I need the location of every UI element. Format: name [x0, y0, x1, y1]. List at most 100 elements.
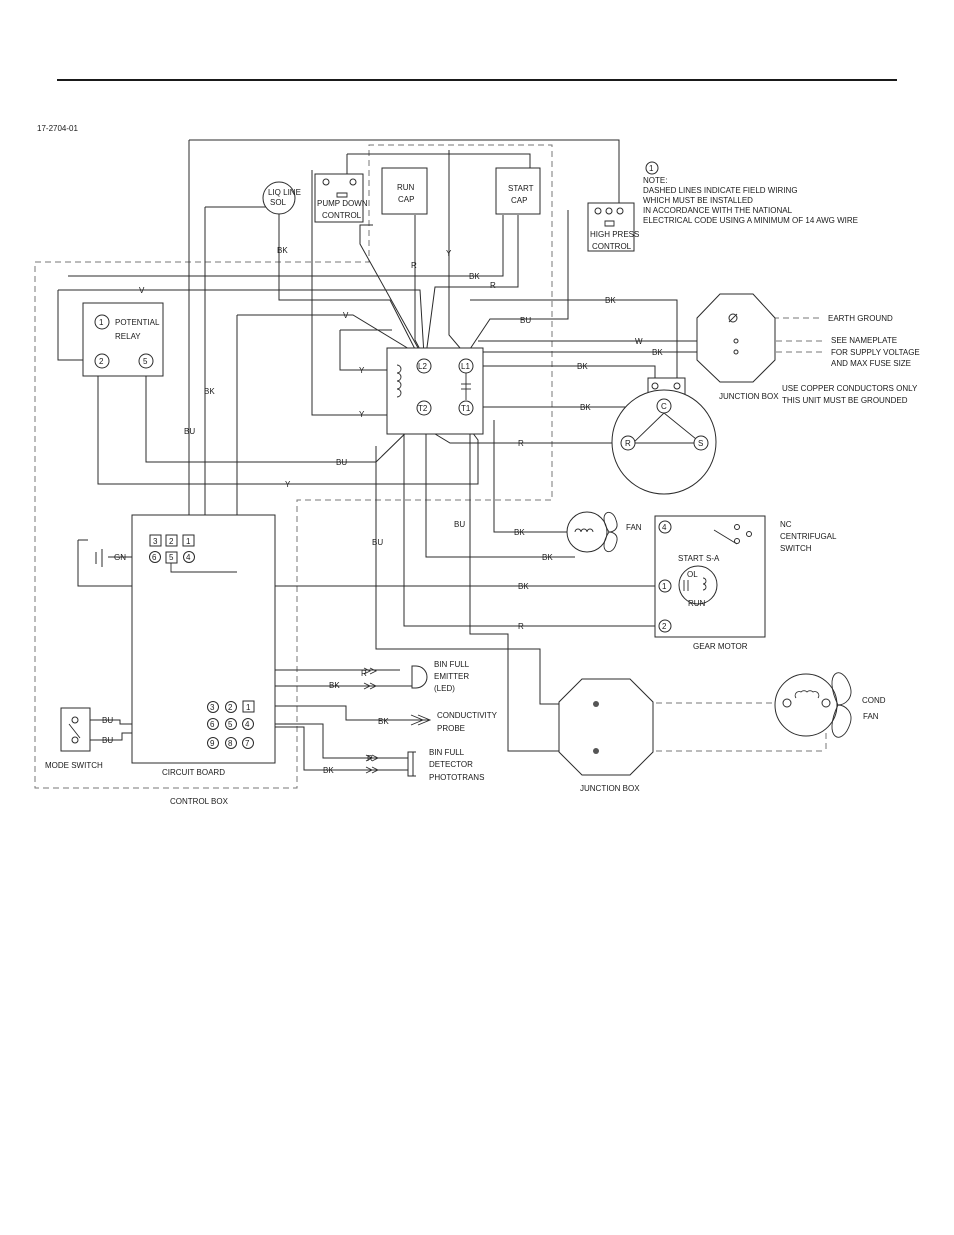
wire-label: BK — [469, 272, 480, 281]
board-top-t1: 1 — [186, 537, 191, 546]
wire-label: BK — [204, 387, 215, 396]
gear-sa-label: S-A — [706, 554, 720, 563]
run-cap-label-2: CAP — [398, 195, 414, 204]
note-line-5: ELECTRICAL CODE USING A MINIMUM OF 14 AW… — [643, 216, 858, 225]
condenser-fan: COND FAN — [774, 672, 886, 738]
board-top-t4: 4 — [186, 553, 191, 562]
wire-label: V — [139, 286, 145, 295]
control-box-outline — [34, 144, 553, 789]
wire-label: GN — [114, 553, 126, 562]
wire-label: BK — [580, 403, 591, 412]
board-bottom-terminals: 3 2 1 6 5 4 9 8 7 — [207, 700, 255, 749]
wire-label: Y — [359, 410, 365, 419]
wire-label: BU — [520, 316, 531, 325]
detector-label-3: PHOTOTRANS — [429, 773, 484, 782]
emitter-label-3: (LED) — [434, 684, 455, 693]
wire-label: BU — [454, 520, 465, 529]
board-top-t5: 5 — [169, 553, 174, 562]
wire-label: V — [343, 311, 349, 320]
wire-label: BK — [542, 553, 553, 562]
contactor-l2: L2 — [418, 362, 427, 371]
copper-note-2: THIS UNIT MUST BE GROUNDED — [782, 396, 908, 405]
detector-label-2: DETECTOR — [429, 760, 473, 769]
note-line-3: WHICH MUST BE INSTALLED — [643, 196, 753, 205]
wire-label: W — [635, 337, 643, 346]
wire-color-labels: BK Y R BK R V BK V BU W BK Y BK BK BK Y … — [102, 246, 663, 775]
contactor-l1: L1 — [461, 362, 470, 371]
compressor-c: C — [661, 402, 667, 411]
relay-terminal-1: 1 — [99, 318, 104, 327]
emitter-label-1: BIN FULL — [434, 660, 470, 669]
wire-label: BK — [277, 246, 288, 255]
note-line-1: NOTE: — [643, 176, 667, 185]
drawing-number: 17-2704-01 — [37, 124, 78, 133]
wire-label: BK — [518, 582, 529, 591]
circuit-board-label: CIRCUIT BOARD — [162, 768, 225, 777]
run-cap: RUN CAP — [381, 167, 428, 215]
gear-motor: 4 1 2 START S-A OL RUN GEAR MOTOR — [654, 515, 766, 651]
board-bottom-t2: 2 — [228, 703, 233, 712]
high-press-label-2: CONTROL — [592, 242, 632, 251]
pump-down-control: PUMP DOWN CONTROL — [314, 173, 368, 223]
cond-fan-label-1: COND — [862, 696, 886, 705]
board-bottom-t4: 4 — [245, 720, 250, 729]
wire-label: BK — [323, 766, 334, 775]
wire-label: BU — [372, 538, 383, 547]
fan-label: FAN — [626, 523, 642, 532]
centrifugal-label-1: NC — [780, 520, 792, 529]
wire-label: R — [411, 261, 417, 270]
circuit-board: 3 2 1 6 5 4 3 2 1 6 5 4 9 — [131, 514, 276, 777]
relay-label-1: POTENTIAL — [115, 318, 160, 327]
wire-label: BK — [329, 681, 340, 690]
run-cap-label-1: RUN — [397, 183, 415, 192]
cond-fan-label-2: FAN — [863, 712, 879, 721]
start-cap: START CAP — [495, 167, 541, 215]
wire-label: BK — [577, 362, 588, 371]
fan-motor: FAN — [566, 511, 642, 553]
wire-label: Y — [446, 249, 452, 258]
gear-terminal-1: 1 — [662, 582, 667, 591]
pump-down-label-1: PUMP DOWN — [317, 199, 368, 208]
gear-motor-label: GEAR MOTOR — [693, 642, 748, 651]
gear-ol-label: OL — [687, 570, 698, 579]
note-line-4: IN ACCORDANCE WITH THE NATIONAL — [643, 206, 793, 215]
wire-label: BU — [102, 716, 113, 725]
detector-label-1: BIN FULL — [429, 748, 465, 757]
potential-relay: 1 POTENTIAL RELAY 2 5 — [82, 302, 164, 377]
wire-label: BK — [514, 528, 525, 537]
compressor-s: S — [698, 439, 703, 448]
board-bottom-t8: 8 — [228, 739, 233, 748]
board-bottom-t1: 1 — [246, 703, 251, 712]
contactor-t1: T1 — [461, 404, 471, 413]
pump-down-label-2: CONTROL — [322, 211, 362, 220]
start-cap-label-2: CAP — [511, 196, 527, 205]
wire-label: BU — [102, 736, 113, 745]
junction-box-bottom-label: JUNCTION BOX — [580, 784, 640, 793]
wire-label: BK — [378, 717, 389, 726]
wire-label: Y — [285, 480, 291, 489]
wire-label: BU — [336, 458, 347, 467]
contactor-t2: T2 — [418, 404, 428, 413]
note-line-2: DASHED LINES INDICATE FIELD WIRING — [643, 186, 798, 195]
gear-terminal-4: 4 — [662, 523, 667, 532]
nameplate-line-3: AND MAX FUSE SIZE — [831, 359, 911, 368]
field-wiring-note: 1 NOTE: DASHED LINES INDICATE FIELD WIRI… — [643, 161, 858, 225]
board-bottom-t5: 5 — [228, 720, 233, 729]
junction-box-bottom: JUNCTION BOX — [558, 678, 654, 793]
contactor: L2 L1 T2 T1 — [386, 347, 484, 435]
relay-terminal-5: 5 — [143, 357, 148, 366]
nameplate-line-2: FOR SUPPLY VOLTAGE — [831, 348, 920, 357]
board-top-t6: 6 — [152, 553, 157, 562]
compressor-r: R — [625, 439, 631, 448]
board-bottom-t9: 9 — [210, 739, 215, 748]
wire-label: R — [518, 622, 524, 631]
centrifugal-label-2: CENTRIFUGAL — [780, 532, 837, 541]
junction-box-top: JUNCTION BOX — [696, 293, 779, 401]
wire-label: BK — [605, 296, 616, 305]
nameplate-line-1: SEE NAMEPLATE — [831, 336, 897, 345]
board-top-t2: 2 — [169, 537, 174, 546]
mode-switch: MODE SWITCH — [45, 707, 103, 770]
wire-label: R — [367, 754, 373, 763]
relay-label-2: RELAY — [115, 332, 141, 341]
